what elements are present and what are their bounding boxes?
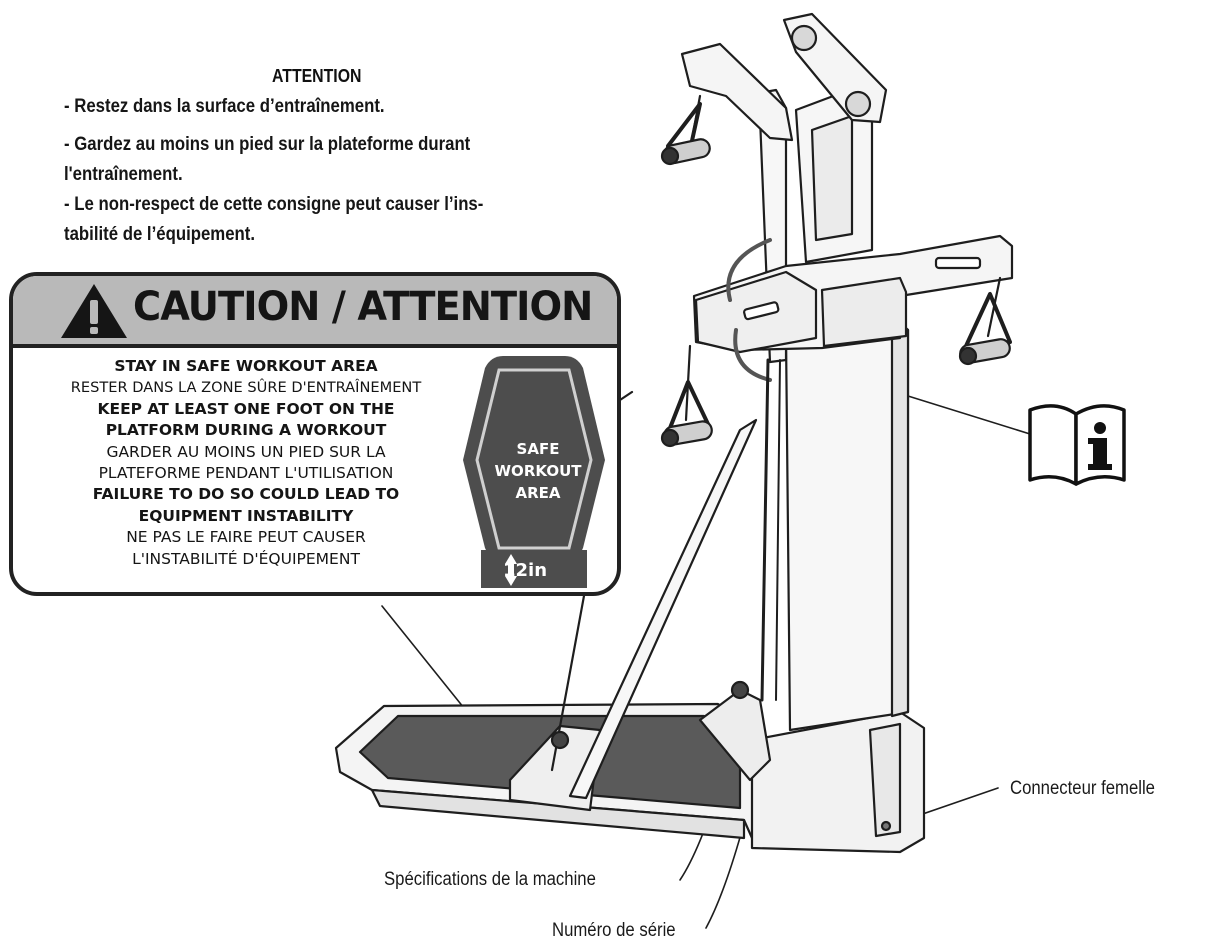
callout-connector: Connecteur femelle: [1010, 778, 1155, 799]
caution-line: PLATEFORME PENDANT L'UTILISATION: [98, 464, 394, 483]
zone-line: SAFE: [516, 440, 560, 458]
caution-line: STAY IN SAFE WORKOUT AREA: [114, 357, 378, 375]
callout-specs: Spécifications de la machine: [384, 869, 596, 890]
attention-line-3: l'entraînement.: [64, 163, 183, 185]
caution-line: EQUIPMENT INSTABILITY: [138, 506, 354, 525]
manual-info-icon: [1028, 404, 1126, 486]
handle-lower-left: [660, 380, 713, 448]
caution-line: NE PAS LE FAIRE PEUT CAUSER: [126, 528, 366, 547]
zone-height: 12in: [503, 560, 548, 581]
caution-line: GARDER AU MOINS UN PIED SUR LA: [106, 442, 386, 461]
safe-zone-text: SAFE WORKOUT AREA: [483, 438, 593, 504]
caution-text: STAY IN SAFE WORKOUT AREA RESTER DANS LA…: [13, 356, 479, 570]
caution-line: RESTER DANS LA ZONE SÛRE D'ENTRAÎNEMENT: [70, 379, 422, 397]
attention-title: ATTENTION: [272, 66, 362, 86]
attention-line-2: - Gardez au moins un pied sur la platefo…: [64, 133, 471, 155]
warning-triangle-icon: [61, 284, 127, 338]
caution-title: CAUTION / ATTENTION: [133, 284, 593, 330]
top-arm-left: [680, 42, 794, 142]
attention-line-4: - Le non-respect de cette consigne peut …: [64, 193, 484, 215]
main-column: [784, 314, 910, 732]
zone-line: WORKOUT: [494, 462, 582, 480]
attention-line-1: - Restez dans la surface d’entraînement.: [64, 95, 385, 117]
caution-header: CAUTION / ATTENTION: [13, 276, 617, 348]
strap: [568, 418, 758, 800]
handle-right: [958, 292, 1012, 366]
caution-line: PLATFORM DURING A WORKOUT: [105, 421, 387, 440]
caution-line: KEEP AT LEAST ONE FOOT ON THE: [97, 399, 395, 418]
caution-label: CAUTION / ATTENTION STAY IN SAFE WORKOUT…: [9, 272, 621, 596]
manual-leader-line: [907, 395, 1031, 435]
callout-serial: Numéro de série: [552, 920, 676, 941]
safe-zone-graphic: [463, 356, 605, 588]
caution-line: FAILURE TO DO SO COULD LEAD TO: [92, 485, 400, 504]
attention-line-5: tabilité de l’équipement.: [64, 223, 256, 245]
caution-line: L'INSTABILITÉ D'ÉQUIPEMENT: [132, 549, 360, 568]
zone-line: AREA: [515, 484, 561, 502]
handle-top-left: [660, 102, 711, 166]
label-leader-line: [381, 605, 473, 719]
